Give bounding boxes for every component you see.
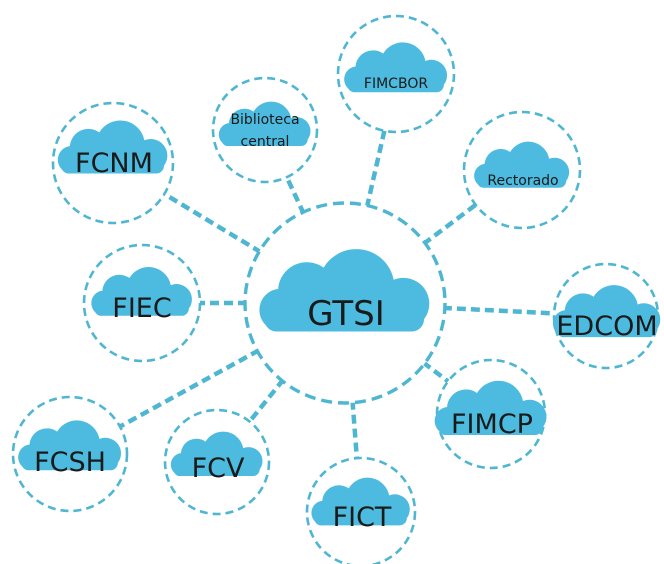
node-rectorado: Rectorado: [462, 110, 582, 230]
center-label: GTSI: [307, 294, 385, 334]
node-edcom: EDCOM: [552, 262, 661, 370]
node-label-biblioteca: Biblioteca: [230, 112, 299, 128]
node-label-fcnm: FCNM: [75, 148, 153, 179]
node-label-biblioteca-line2: central: [241, 134, 290, 150]
node-label-fict: FICT: [333, 502, 392, 533]
node-label-fiec: FIEC: [112, 293, 171, 324]
node-label-fimcp: FIMCP: [451, 409, 533, 440]
center-node: GTSI: [243, 201, 447, 405]
node-label-edcom: EDCOM: [556, 311, 657, 342]
node-label-rectorado: Rectorado: [487, 173, 558, 189]
link-fcsh: [68, 301, 347, 456]
node-label-fimcbor: FIMCBOR: [364, 76, 428, 92]
node-fcv: FCV: [163, 408, 271, 516]
node-fcsh: FCSH: [11, 395, 129, 513]
node-label-fcv: FCV: [192, 453, 245, 484]
node-label-fcsh: FCSH: [34, 447, 106, 478]
node-fimcp: FIMCP: [434, 358, 547, 470]
node-fiec: FIEC: [82, 243, 202, 363]
node-fcnm: FCNM: [51, 101, 175, 225]
node-biblioteca: Biblioteca central: [211, 76, 319, 184]
node-fict: FICT: [305, 456, 417, 564]
node-fimcbor: FIMCBOR: [336, 14, 456, 134]
